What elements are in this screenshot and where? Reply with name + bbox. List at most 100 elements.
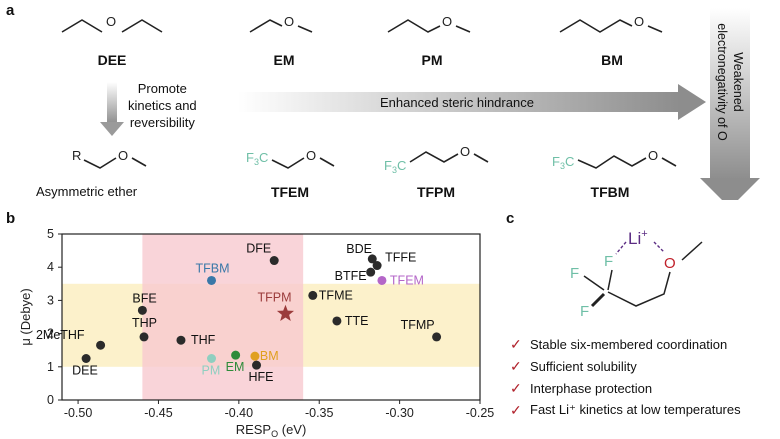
tfbm-oxygen: O: [648, 148, 658, 163]
point-tfem: [377, 275, 387, 285]
asym-oxygen: O: [118, 148, 128, 163]
chart-bands: [62, 234, 480, 400]
advantage-text-3: Interphase protection: [530, 380, 653, 396]
point-btfe: [366, 267, 376, 277]
point-tffe: [372, 261, 382, 271]
mol-name-tfem: TFEM: [270, 184, 310, 200]
point-label-em: EM: [226, 360, 245, 374]
tfpm-sub3: 3: [392, 165, 397, 175]
tfem-sub3: 3: [254, 157, 259, 167]
dee-oxygen: O: [106, 14, 116, 29]
x-axis-label-sub: O: [271, 429, 278, 439]
x-tick-label: -0.35: [305, 406, 334, 420]
point-label-bm: BM: [260, 349, 279, 363]
asym-label: Asymmetric ether: [36, 184, 138, 199]
check-icon: ✓: [510, 379, 522, 396]
advantage-text-2: Sufficient solubility: [530, 358, 637, 374]
electroneg-line-2: electronegativity of O: [715, 23, 729, 141]
f-top: F: [604, 253, 613, 270]
em-oxygen: O: [284, 14, 294, 29]
x-tick-label: -0.30: [385, 406, 414, 420]
promote-text: Promote kinetics and reversibility: [128, 80, 197, 131]
advantage-item-4: ✓ Fast Li⁺ kinetics at low temperatures: [510, 399, 741, 421]
bm-skeleton-2: [647, 25, 663, 33]
vertical-band: [142, 234, 304, 400]
y-axis-label: μ (Debye): [18, 288, 33, 345]
point-label-tfmp: TFMP: [401, 318, 435, 332]
point-tfbm: [207, 275, 217, 285]
asym-skeleton-2: [131, 157, 147, 167]
point-tfme: [308, 290, 318, 300]
point-label-2methf: 2MeTHF: [36, 328, 85, 342]
li-f-dash: [615, 241, 627, 255]
point-label-tfpm: TFPM: [257, 291, 291, 305]
tfem-f3c: F3C: [246, 150, 268, 167]
point-bfe: [137, 305, 147, 315]
mol-name-pm: PM: [421, 52, 443, 68]
y-tick-label: 0: [47, 393, 54, 407]
mol-name-bm: BM: [601, 52, 623, 68]
advantage-text-1: Stable six-membered coordination: [530, 336, 728, 352]
tfpm-f3c: F3C: [384, 158, 406, 175]
advantage-text-4: Fast Li⁺ kinetics at low temperatures: [530, 402, 741, 417]
promote-line-3: reversibility: [129, 115, 195, 130]
y-tick-label: 4: [47, 260, 54, 274]
advantages-list: ✓ Stable six-membered coordination ✓ Suffi…: [510, 333, 741, 421]
promote-line-2: kinetics and: [128, 98, 197, 113]
dee-skeleton: [61, 19, 103, 33]
electroneg-arrow-shaft: [710, 8, 750, 180]
mol-name-tfbm: TFBM: [590, 184, 630, 200]
coordination-structure: Li+ F F F O: [570, 228, 703, 320]
check-icon: ✓: [510, 401, 522, 418]
point-em: [231, 350, 241, 360]
asym-r: R: [72, 148, 81, 163]
promote-arrow-shaft: [107, 82, 117, 124]
point-tfmp: [432, 332, 442, 342]
point-label-pm: PM: [202, 364, 221, 378]
panel-c-label: c: [506, 210, 515, 227]
em-skeleton-2: [297, 25, 313, 33]
electroneg-arrow-head: [700, 178, 760, 200]
promote-arrow-head: [100, 122, 124, 136]
mol-name-tfpm: TFPM: [416, 184, 456, 200]
advantage-item-2: ✓ Sufficient solubility: [510, 355, 741, 377]
y-tick-label: 1: [47, 360, 54, 374]
em-skeleton: [249, 19, 283, 33]
plot-frame: [61, 233, 481, 401]
x-axis-label-main: RESP: [236, 422, 271, 437]
tfpm-skeleton: [409, 151, 459, 163]
point-label-tfem: TFEM: [390, 273, 424, 287]
point-label-tffe: TFFE: [385, 251, 416, 265]
point-dfe: [269, 256, 279, 266]
chart-axes: -0.50-0.45-0.40-0.35-0.30-0.25012345RESP…: [18, 227, 494, 439]
panel-a-label: a: [6, 2, 15, 19]
o-methyl-bond: [681, 241, 703, 261]
advantage-item-3: ✓ Interphase protection: [510, 377, 741, 399]
steric-text: Enhanced steric hindrance: [380, 95, 534, 110]
chain-bonds: [607, 271, 671, 307]
point-label-thp: THP: [132, 316, 157, 330]
y-tick-label: 3: [47, 293, 54, 307]
pm-oxygen: O: [442, 14, 452, 29]
x-axis-label-unit: (eV): [278, 422, 306, 437]
tfbm-f3c: F3C: [552, 154, 574, 171]
tfpm-skeleton-2: [473, 153, 489, 163]
point-tfpm: [276, 304, 294, 321]
bm-skeleton: [559, 19, 633, 33]
x-tick-label: -0.50: [64, 406, 93, 420]
steric-arrow-shaft: [238, 92, 680, 112]
panel-a-structures: O O O O R O F3C O F3C O F3C O: [61, 8, 760, 200]
point-thp: [139, 332, 149, 342]
point-tte: [332, 316, 342, 326]
tfbm-skeleton: [577, 155, 647, 169]
point-label-thf: THF: [191, 333, 216, 347]
point-bm: [250, 351, 260, 361]
asym-skeleton: [83, 157, 117, 169]
check-icon: ✓: [510, 357, 522, 374]
x-tick-label: -0.40: [225, 406, 254, 420]
check-icon: ✓: [510, 335, 522, 352]
cf-bond-bottom: [590, 292, 606, 308]
point-label-tfme: TFME: [319, 288, 353, 302]
li-o-dash: [653, 241, 665, 253]
